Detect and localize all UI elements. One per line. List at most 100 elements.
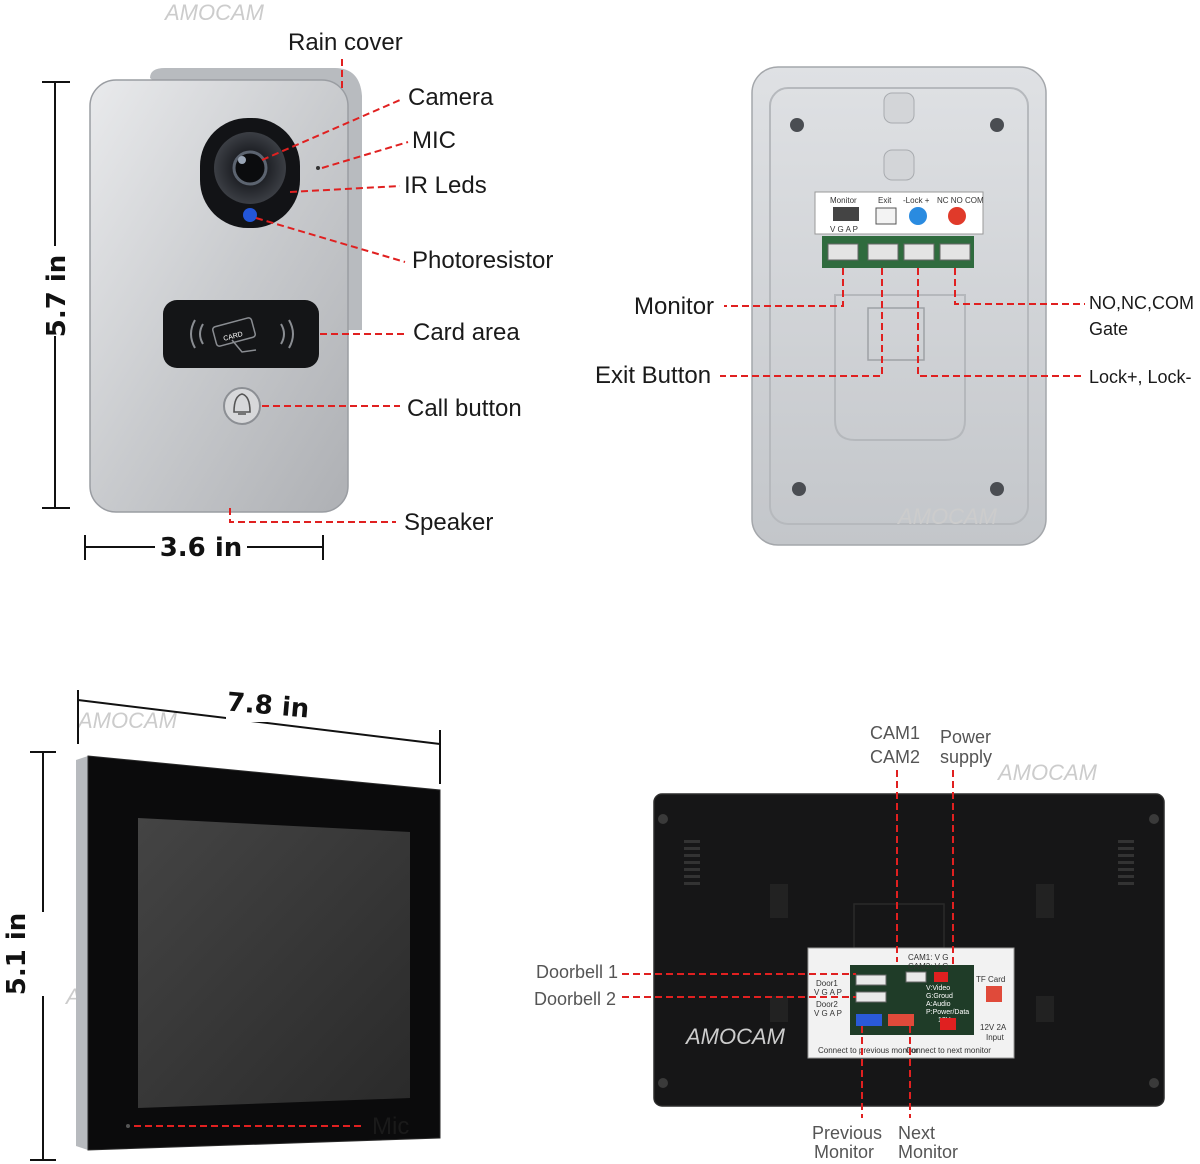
panel-door1: Door1 <box>816 979 838 988</box>
doorbell-front-view: AMOCAM CARD <box>38 0 553 564</box>
label-lock: Lock+, Lock- <box>1089 367 1192 387</box>
mount-hook <box>1036 884 1054 918</box>
label-doorbell-2: Doorbell 2 <box>534 989 616 1009</box>
label-exit-button: Exit Button <box>595 362 711 389</box>
height-dimension: 5.7 in <box>42 255 72 338</box>
lens-glare <box>238 156 246 164</box>
connector-cam <box>905 971 927 983</box>
label-call-button: Call button <box>407 395 522 422</box>
label-monitor: Monitor <box>634 293 714 320</box>
monitor-height-dimension: 5.1 in <box>2 913 32 996</box>
label-cam1: CAM1 <box>870 723 920 743</box>
connector-next <box>888 1014 914 1026</box>
vent-left <box>684 840 700 885</box>
connector-monitor <box>827 243 859 261</box>
photoresistor-icon <box>243 208 257 222</box>
panel-cam1: CAM1: V G <box>908 953 948 962</box>
monitor-port-icon <box>833 207 859 221</box>
panel-cam2: CAM2: V G <box>908 962 948 971</box>
watermark: AMOCAM <box>896 504 998 529</box>
monitor-back-view: AMOCAM AMOCAM Door1 V G A P Door2 V G A … <box>534 723 1165 1162</box>
label-next: Next <box>898 1123 935 1143</box>
label-doorbell-1: Doorbell 1 <box>536 962 618 982</box>
sticker-exit: Exit <box>878 196 892 205</box>
screw-icon <box>990 118 1004 132</box>
vent-right <box>1118 840 1134 885</box>
panel-tf-card: TF Card <box>976 975 1005 984</box>
sticker-nc-no-com: NC NO COM <box>937 196 984 205</box>
nfc-waves-icon <box>190 319 294 349</box>
screw-icon <box>1149 814 1159 824</box>
sticker-lock: -Lock + <box>903 196 930 205</box>
monitor-width-dimension: 7.8 in <box>226 687 311 724</box>
panel-door2: Door2 <box>816 1000 838 1009</box>
connector-gate <box>939 243 971 261</box>
mount-hook <box>1036 996 1054 1022</box>
card-icon: CARD <box>212 317 257 353</box>
doorbell-back-view: AMOCAM Monitor V G A P Exit -Lock + NC N… <box>595 66 1194 546</box>
label-no-nc-com: NO,NC,COM <box>1089 293 1194 313</box>
label-mic: Mic <box>372 1113 409 1140</box>
monitor-front-view: AMOCAM AMOCAM 7.8 in 5.1 in Mic <box>2 687 441 1161</box>
connector-dc <box>940 1018 956 1030</box>
screw-icon <box>790 118 804 132</box>
sticker-monitor: Monitor <box>830 196 857 205</box>
watermark: AMOCAM <box>996 760 1098 785</box>
label-gate: Gate <box>1089 319 1128 339</box>
label-previous: Previous <box>812 1123 882 1143</box>
label-ir-leds: IR Leds <box>404 172 487 199</box>
label-next-monitor: Monitor <box>898 1142 958 1162</box>
monitor-screen <box>138 818 410 1108</box>
call-button <box>223 387 261 425</box>
connector-power <box>934 972 948 982</box>
lock-key-icon <box>909 207 927 225</box>
panel-door2-pins: V G A P <box>814 1009 842 1018</box>
panel-door1-pins: V G A P <box>814 988 842 997</box>
cable-hole <box>867 307 925 361</box>
label-previous-monitor: Monitor <box>814 1142 874 1162</box>
connector-door1 <box>855 974 887 986</box>
mount-slot <box>883 149 915 181</box>
exit-key-icon <box>875 207 897 225</box>
tf-card-slot <box>986 986 1002 1002</box>
panel-input-1: 12V 2A <box>980 1023 1007 1032</box>
gate-icon <box>948 207 966 225</box>
label-card-area: Card area <box>413 319 520 346</box>
connector-door2 <box>855 991 887 1003</box>
connector-lock <box>903 243 935 261</box>
card-badge: CARD <box>223 331 244 343</box>
svg-text:P:Power/Data: P:Power/Data <box>926 1009 969 1016</box>
mic-hole-icon <box>126 1124 130 1128</box>
screw-icon <box>990 482 1004 496</box>
connector-previous <box>856 1014 882 1026</box>
svg-text:V:Video: V:Video <box>926 985 950 992</box>
panel-connect-prev: Connect to previous monitor <box>818 1046 918 1055</box>
watermark: AMOCAM <box>163 0 265 25</box>
label-power: Power <box>940 727 991 747</box>
width-dimension: 3.6 in <box>160 533 243 563</box>
lens-icon <box>232 150 268 186</box>
svg-text:A:Audio: A:Audio <box>926 1001 951 1008</box>
card-reader <box>163 300 319 368</box>
mic-hole-icon <box>316 166 320 170</box>
label-mic: MIC <box>412 127 456 154</box>
monitor-side-edge <box>76 756 88 1150</box>
screw-icon <box>658 1078 668 1088</box>
screw-icon <box>792 482 806 496</box>
label-cam2: CAM2 <box>870 747 920 767</box>
panel-connect-next: Connect to next monitor <box>906 1046 991 1055</box>
cable-recess <box>834 294 966 441</box>
mount-hook <box>770 884 788 918</box>
screw-icon <box>658 814 668 824</box>
panel-input-2: Input <box>986 1033 1005 1042</box>
svg-text:G:Groud: G:Groud <box>926 993 953 1000</box>
label-speaker: Speaker <box>404 509 493 536</box>
screw-icon <box>1149 1078 1159 1088</box>
label-camera: Camera <box>408 84 494 111</box>
mount-slot <box>883 92 915 124</box>
sticker-vgap: V G A P <box>830 225 858 234</box>
watermark: AMOCAM <box>684 1024 786 1049</box>
connector-exit <box>867 243 899 261</box>
back-plate <box>751 66 1047 546</box>
